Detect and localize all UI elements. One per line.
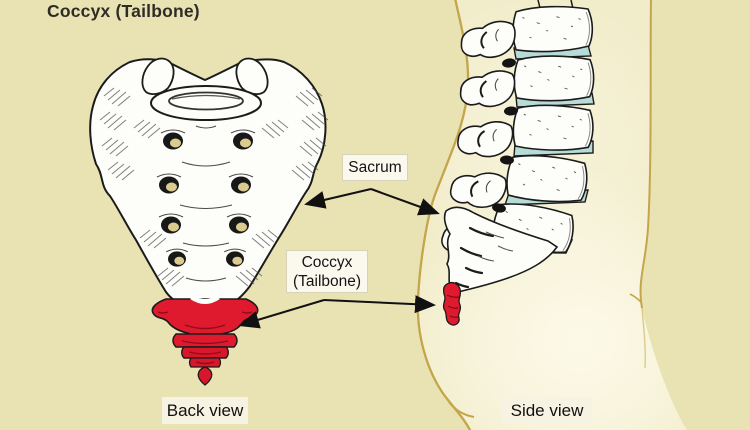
back-view-caption-text: Back view	[166, 400, 244, 420]
back-view-sacrum	[89, 57, 329, 386]
page-title: Coccyx (Tailbone)	[47, 1, 200, 21]
sacrum-label: Sacrum	[342, 154, 408, 181]
coccyx-label-line2: (Tailbone)	[292, 272, 362, 290]
coccyx-label-line1: Coccyx	[301, 253, 353, 271]
side-view-caption: Side view	[502, 397, 592, 424]
body-back-contour	[416, 0, 472, 430]
sacrum-label-text: Sacrum	[348, 158, 402, 176]
coccyx-label: Coccyx (Tailbone)	[286, 250, 368, 293]
coccyx-arrow-right	[323, 295, 436, 314]
annotation-arrows	[238, 188, 440, 329]
sacral-base-ring	[150, 85, 262, 121]
sacrum-side	[443, 206, 559, 293]
sacrum-arrow-right	[370, 188, 440, 216]
coccyx-arrow-left	[238, 299, 325, 329]
back-view-caption: Back view	[162, 397, 248, 424]
body-front-contour	[639, 0, 652, 309]
hip-crease-line	[629, 293, 642, 303]
coccyx-highlight-back	[151, 298, 259, 386]
coccyx-highlight-side	[442, 282, 462, 326]
gluteal-fold-line	[448, 401, 475, 418]
side-view-spine	[438, 0, 595, 326]
side-view-caption-text: Side view	[510, 400, 584, 420]
sacrum-arrow-left	[304, 188, 372, 209]
